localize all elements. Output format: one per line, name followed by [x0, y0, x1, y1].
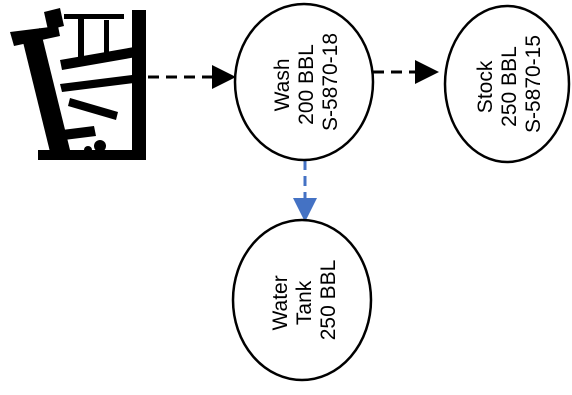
stock-tank-shape: [443, 4, 571, 164]
stock-label: Stock: [474, 60, 497, 113]
pumpjack-icon: [10, 8, 146, 160]
water-tank-word: Tank: [293, 280, 316, 325]
stock-tank-node: Stock 250 BBL S-5870-15: [443, 4, 571, 164]
water-capacity: 250 BBL: [317, 260, 340, 341]
wash-label: Wash: [271, 58, 294, 111]
wash-tank-text: Wash 200 BBL S-5870-18: [271, 33, 342, 131]
wash-capacity: 200 BBL: [295, 45, 318, 125]
water-label: Water: [269, 275, 292, 330]
wash-tank-shape: [233, 2, 375, 162]
wash-tank-node: Wash 200 BBL S-5870-18: [233, 2, 375, 162]
water-tank-node: Water Tank 250 BBL: [231, 218, 373, 382]
water-tank-shape: [231, 218, 373, 382]
stock-id: S-5870-15: [522, 35, 545, 133]
stock-capacity: 250 BBL: [498, 47, 521, 127]
wash-id: S-5870-18: [319, 33, 342, 131]
water-tank-text: Water Tank 250 BBL: [269, 260, 340, 341]
stock-tank-text: Stock 250 BBL S-5870-15: [474, 35, 545, 133]
